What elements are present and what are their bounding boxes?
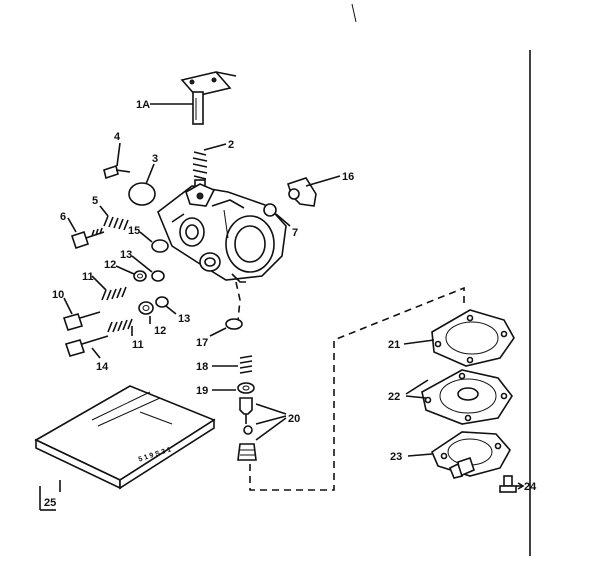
- callout-13-upper: 13: [120, 249, 132, 261]
- part-11-spring-upper: [91, 275, 127, 301]
- callout-5: 5: [92, 195, 98, 207]
- part-13-plug-lower: [155, 296, 177, 315]
- inlet-centerline: [235, 281, 241, 321]
- part-1a-throttle-shaft: [150, 71, 237, 125]
- scan-margin-marks: [351, 3, 531, 556]
- part-4-screw: [103, 142, 131, 180]
- callout-13-lower: 13: [178, 313, 190, 325]
- callout-11-lower: 11: [132, 339, 144, 351]
- callout-4: 4: [114, 131, 121, 143]
- part-14-idle-needle: [64, 335, 109, 359]
- part-18-inlet-spring: [212, 355, 253, 374]
- callout-25: 25: [44, 497, 56, 509]
- part-23-pump-cover: [407, 431, 511, 479]
- callout-7: 7: [292, 227, 298, 239]
- part-22-pump-diaphragm: [421, 369, 513, 425]
- callout-15: 15: [128, 225, 140, 237]
- callout-17: 17: [196, 337, 208, 349]
- part-6-mixture-screw: [67, 217, 105, 250]
- callout-3: 3: [152, 153, 158, 165]
- part-15-cup: [139, 231, 169, 253]
- part-12-washer-lower: [138, 301, 154, 324]
- callout-20: 20: [288, 413, 300, 425]
- part-17-welch-plug: [209, 318, 243, 337]
- callout-16: 16: [342, 171, 354, 183]
- callout-21: 21: [388, 339, 400, 351]
- part-10-mixture-needle: [62, 297, 101, 331]
- part-12-washer-upper: [115, 265, 147, 282]
- gasket-leaders: [403, 339, 435, 399]
- callout-1a: 1A: [136, 99, 150, 111]
- callout-14: 14: [96, 361, 109, 373]
- carburetor-body: [157, 183, 287, 283]
- callout-23: 23: [390, 451, 402, 463]
- callout-2: 2: [228, 139, 234, 151]
- part-3-throttle-disc: [128, 163, 156, 206]
- callout-10: 10: [52, 289, 64, 301]
- callout-19: 19: [196, 385, 208, 397]
- callout-11-upper: 11: [82, 271, 94, 283]
- part-16-fuel-fitting: [286, 175, 341, 207]
- part-25-repair-kit: [34, 385, 216, 511]
- part-13-plug-upper: [131, 255, 165, 282]
- part-5-spring: [99, 205, 129, 231]
- part-2-spring: [192, 143, 227, 191]
- callout-12-lower: 12: [154, 325, 166, 337]
- part-19-washer: [212, 382, 255, 394]
- callout-24: 24: [524, 481, 537, 493]
- part-11-spring-lower: [107, 318, 133, 336]
- callout-6: 6: [60, 211, 66, 223]
- part-7-plug: [263, 203, 291, 227]
- part-24-screw: [499, 475, 525, 493]
- pump-routing-line: [249, 286, 465, 491]
- callout-22: 22: [388, 391, 400, 403]
- part-20-inlet-needle-seat: [237, 397, 287, 461]
- callout-18: 18: [196, 361, 208, 373]
- callout-12-upper: 12: [104, 259, 116, 271]
- part-21-pump-gasket: [431, 309, 515, 367]
